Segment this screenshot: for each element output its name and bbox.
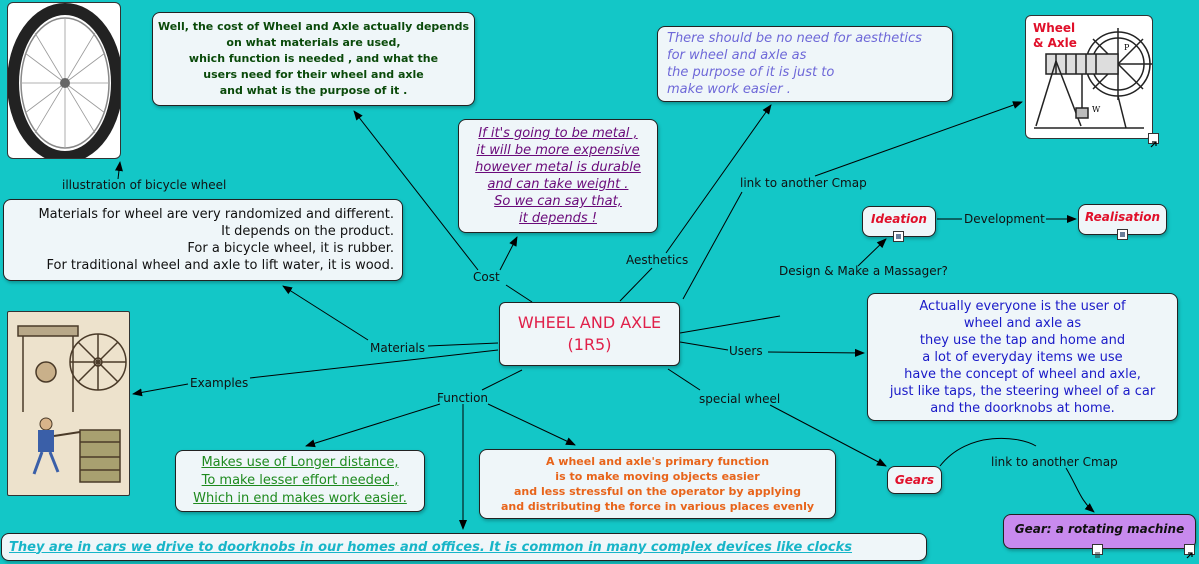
cars-examples-node[interactable]: They are in cars we drive to doorknobs i… <box>1 533 927 561</box>
water-wheel-icon <box>8 312 130 496</box>
realisation-node[interactable]: Realisation <box>1078 204 1167 235</box>
link-another-cmap-2[interactable]: link to another Cmap <box>991 455 1118 469</box>
central-title: WHEEL AND AXLE <box>518 312 661 334</box>
link-arrow-icon[interactable] <box>1148 133 1159 144</box>
link-another-cmap-1[interactable]: link to another Cmap <box>740 176 867 190</box>
metal-cost-node[interactable]: If it's going to be metal , it will be m… <box>458 119 658 233</box>
gears-label: Gears <box>895 473 934 487</box>
link-function[interactable]: Function <box>437 391 488 405</box>
image-resource-icon[interactable] <box>893 231 904 242</box>
ideation-label: Ideation <box>871 212 927 226</box>
link-design[interactable]: Design & Make a Massager? <box>779 264 948 278</box>
cost-explanation-node[interactable]: Well, the cost of Wheel and Axle actuall… <box>152 12 475 106</box>
gears-node[interactable]: Gears <box>887 466 942 494</box>
gear-machine-label: Gear: a rotating machine <box>1015 522 1184 536</box>
metal-cost-text: If it's going to be metal , it will be m… <box>475 125 641 227</box>
link-development[interactable]: Development <box>964 212 1045 226</box>
primary-function-node[interactable]: A wheel and axle's primary function is t… <box>479 449 836 519</box>
document-icon[interactable] <box>1092 544 1103 555</box>
image-resource-icon[interactable] <box>1117 229 1128 240</box>
central-concept-node[interactable]: WHEEL AND AXLE (1R5) <box>499 302 680 366</box>
svg-text:W: W <box>1092 105 1101 114</box>
link-examples[interactable]: Examples <box>190 376 248 390</box>
water-wheel-illustration[interactable] <box>7 311 130 496</box>
link-special-wheel[interactable]: special wheel <box>699 392 780 406</box>
central-subtitle: (1R5) <box>568 334 612 356</box>
bicycle-wheel-illustration[interactable] <box>7 2 121 159</box>
materials-node[interactable]: Materials for wheel are very randomized … <box>3 199 403 281</box>
aesthetics-text: There should be no need for aesthetics f… <box>667 30 922 98</box>
link-arrow-icon[interactable] <box>1184 544 1195 555</box>
cars-examples-text: They are in cars we drive to doorknobs i… <box>9 540 852 555</box>
bicycle-wheel-icon <box>8 3 121 159</box>
link-materials[interactable]: Materials <box>370 341 425 355</box>
wheel-axle-title-line2: & Axle <box>1033 36 1077 50</box>
aesthetics-node[interactable]: There should be no need for aesthetics f… <box>657 26 953 102</box>
longer-distance-text: Makes use of Longer distance, To make le… <box>193 454 407 508</box>
primary-function-text: A wheel and axle's primary function is t… <box>501 454 814 514</box>
materials-text: Materials for wheel are very randomized … <box>38 206 394 274</box>
svg-text:P: P <box>1124 43 1130 52</box>
link-aesthetics[interactable]: Aesthetics <box>626 253 688 267</box>
wheel-axle-title-line1: Wheel <box>1033 21 1075 35</box>
longer-distance-node[interactable]: Makes use of Longer distance, To make le… <box>175 450 425 512</box>
link-illustration[interactable]: illustration of bicycle wheel <box>62 178 226 192</box>
users-text: Actually everyone is the user of wheel a… <box>890 298 1155 417</box>
link-users[interactable]: Users <box>729 344 763 358</box>
ideation-node[interactable]: Ideation <box>862 206 936 237</box>
realisation-label: Realisation <box>1085 210 1160 224</box>
gear-machine-node[interactable]: Gear: a rotating machine <box>1003 514 1196 549</box>
users-node[interactable]: Actually everyone is the user of wheel a… <box>867 293 1178 421</box>
link-cost[interactable]: Cost <box>473 270 500 284</box>
wheel-and-axle-illustration[interactable]: P W Wheel & Axle <box>1025 15 1153 139</box>
cost-explanation-text: Well, the cost of Wheel and Axle actuall… <box>158 19 469 99</box>
